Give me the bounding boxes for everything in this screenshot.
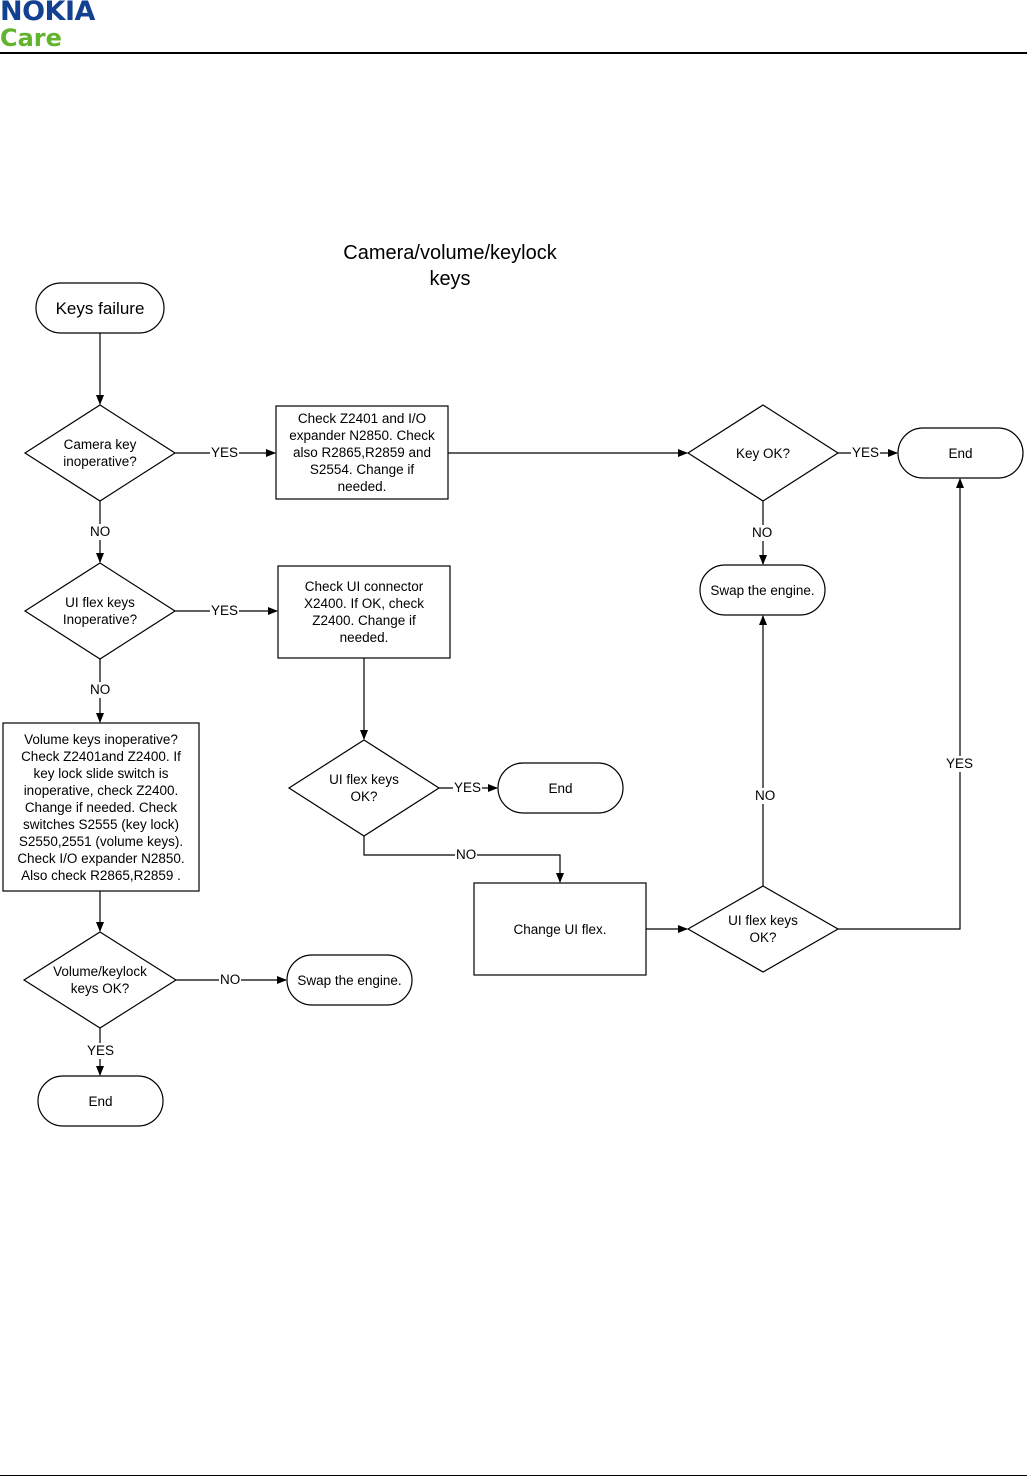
volume-box — [2, 722, 200, 892]
vol-yes-label: YES — [86, 1043, 116, 1059]
swap-bottom-terminator — [286, 954, 413, 1006]
care-wordmark: Care — [0, 24, 62, 52]
end-mid-label: End — [548, 780, 573, 796]
header-rule — [0, 52, 1027, 54]
end-top-label: End — [948, 445, 973, 461]
start-label: Keys failure — [55, 298, 145, 318]
swap-bottom-label: Swap the engine. — [297, 972, 402, 988]
check-z2401-label: Check Z2401 and I/O expander N2850. Chec… — [289, 411, 435, 494]
diagram-title: Camera/volume/keylock keys — [343, 242, 557, 290]
uiok2-yes-label: YES — [945, 756, 975, 772]
footer-rule — [0, 1475, 1027, 1476]
end-bottom-terminator — [37, 1075, 164, 1127]
uiflex-no-label: NO — [89, 682, 112, 698]
uiok1-yes-label: YES — [453, 780, 483, 796]
ui-flex-ok-1-label: UI flex keys OK? — [329, 772, 399, 804]
check-ui-label: Check UI connector X2400. If OK, check Z… — [303, 579, 425, 645]
uiok1-no-label: NO — [455, 847, 478, 863]
uiflex-yes-label: YES — [210, 603, 240, 619]
keyok-yes-label: YES — [851, 445, 881, 461]
nokia-wordmark: NOKIA — [0, 0, 95, 27]
uiok2-no-label: NO — [754, 788, 777, 804]
check-z2401-box — [275, 405, 449, 500]
camera-yes-label: YES — [210, 445, 240, 461]
key-ok-label: Key OK? — [735, 445, 791, 461]
ui-flex-ok-2-label: UI flex keys OK? — [728, 913, 798, 945]
nokia-care-logo: NOKIA Care — [0, 0, 140, 52]
camera-no-label: NO — [89, 524, 112, 540]
camera-decision-label: Camera key inoperative? — [63, 437, 137, 469]
change-ui-box — [473, 882, 647, 976]
swap-top-label: Swap the engine. — [710, 582, 815, 598]
change-ui-label: Change UI flex. — [513, 921, 607, 937]
ui-flex-ok-decision-2 — [686, 885, 840, 973]
keyok-no-label: NO — [751, 525, 774, 541]
end-mid-terminator — [497, 762, 624, 814]
vol-no-label: NO — [219, 972, 242, 988]
volume-box-label: Volume keys inoperative? Check Z2401and … — [17, 731, 185, 883]
end-bottom-label: End — [88, 1093, 113, 1109]
volume-ok-label: Volume/keylock keys OK? — [53, 964, 147, 996]
ui-flex-decision-label: UI flex keys Inoperative? — [62, 595, 138, 627]
